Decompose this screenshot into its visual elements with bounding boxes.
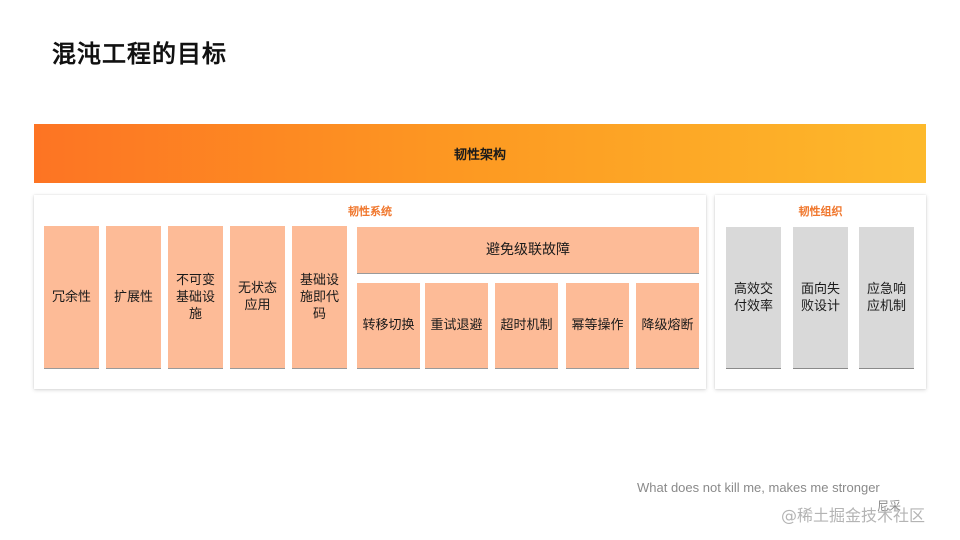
organization-heading: 韧性组织 bbox=[798, 205, 843, 218]
system-item-stateless-app: 无状态应用 bbox=[230, 226, 285, 369]
cascade-item-retry-backoff: 重试退避 bbox=[425, 283, 488, 369]
org-item-delivery-efficiency: 高效交付效率 bbox=[726, 227, 781, 369]
system-item-immutable-infra: 不可变基础设施 bbox=[168, 226, 223, 369]
page-title: 混沌工程的目标 bbox=[52, 40, 227, 68]
system-heading: 韧性系统 bbox=[348, 205, 392, 218]
watermark: @稀土掘金技术社区 bbox=[781, 506, 926, 525]
org-item-design-for-failure: 面向失败设计 bbox=[793, 227, 848, 369]
system-item-redundancy: 冗余性 bbox=[44, 226, 99, 369]
cascade-failure-box: 避免级联故障 bbox=[357, 227, 699, 274]
cascade-item-idempotent: 幂等操作 bbox=[566, 283, 629, 369]
cascade-item-timeout: 超时机制 bbox=[495, 283, 558, 369]
system-item-scalability: 扩展性 bbox=[106, 226, 161, 369]
resilience-architecture-banner: 韧性架构 bbox=[34, 124, 926, 183]
system-item-infra-as-code: 基础设施即代码 bbox=[292, 226, 347, 369]
cascade-item-failover: 转移切换 bbox=[357, 283, 420, 369]
resilience-organization-panel: 韧性组织 高效交付效率 面向失败设计 应急响应机制 bbox=[715, 195, 926, 389]
footer-quote: What does not kill me, makes me stronger bbox=[637, 480, 880, 495]
org-item-emergency-response: 应急响应机制 bbox=[859, 227, 914, 369]
cascade-item-circuit-breaker: 降级熔断 bbox=[636, 283, 699, 369]
banner-label: 韧性架构 bbox=[453, 148, 506, 163]
footer-author: 尼采 bbox=[877, 499, 902, 513]
resilience-system-panel: 韧性系统 冗余性 扩展性 不可变基础设施 无状态应用 基础设施即代码 避免级联故… bbox=[34, 195, 706, 389]
